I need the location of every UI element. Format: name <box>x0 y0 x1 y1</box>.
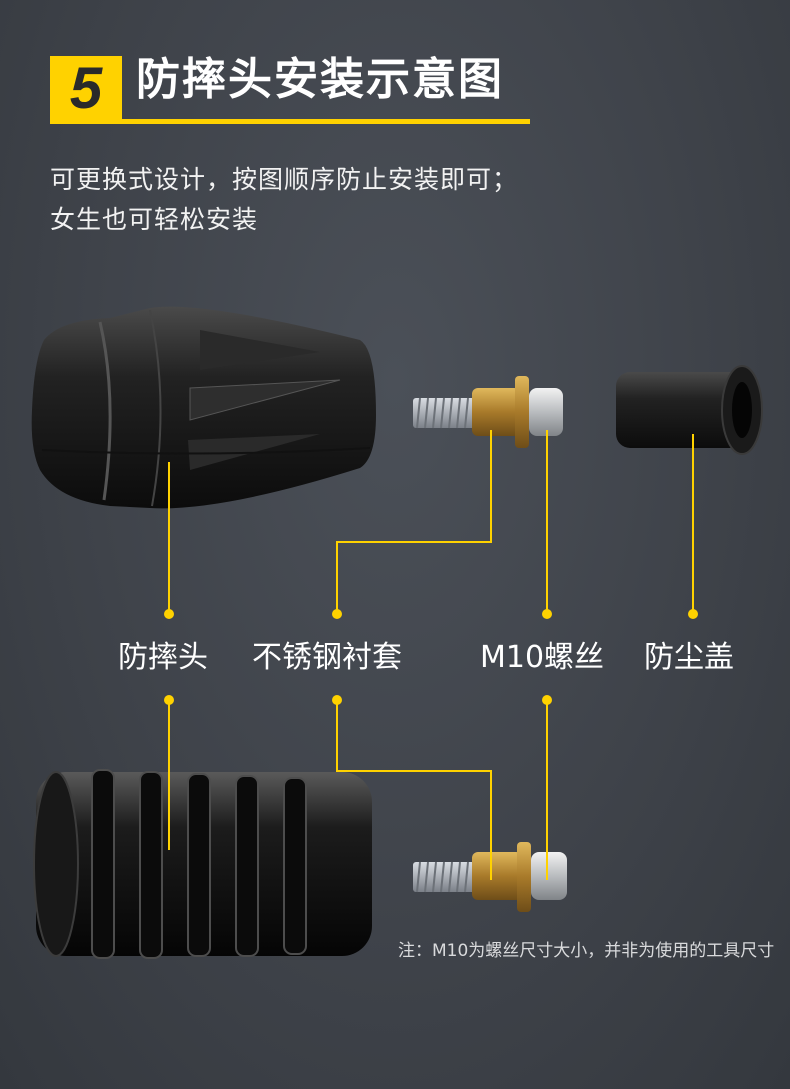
label-screw: M10螺丝 <box>480 640 605 675</box>
bottom-screw-assembly <box>413 842 567 912</box>
description: 可更换式设计，按图顺序防止安装即可； 女生也可轻松安装 <box>50 160 518 240</box>
leader-lines-bottom <box>168 700 548 880</box>
title-underline <box>50 119 530 124</box>
slider-alt-product-image <box>33 769 372 959</box>
step-number-badge: 5 <box>50 56 122 122</box>
label-sleeve: 不锈钢衬套 <box>252 640 402 675</box>
leader-dots-top <box>164 609 698 619</box>
slider-product-image <box>31 306 377 509</box>
step-number: 5 <box>69 56 103 121</box>
leader-dots-bottom <box>164 695 552 705</box>
dust-cap-product-image <box>616 365 763 455</box>
page-title: 防摔头安装示意图 <box>136 54 504 105</box>
label-dust-cap: 防尘盖 <box>644 640 734 675</box>
top-screw-assembly <box>413 376 563 448</box>
label-slider: 防摔头 <box>118 640 208 675</box>
description-line-1: 可更换式设计，按图顺序防止安装即可； <box>50 165 519 194</box>
leader-lines-top <box>168 430 694 614</box>
description-line-2: 女生也可轻松安装 <box>50 205 259 234</box>
footnote: 注：M10为螺丝尺寸大小，并非为使用的工具尺寸 <box>398 941 775 961</box>
